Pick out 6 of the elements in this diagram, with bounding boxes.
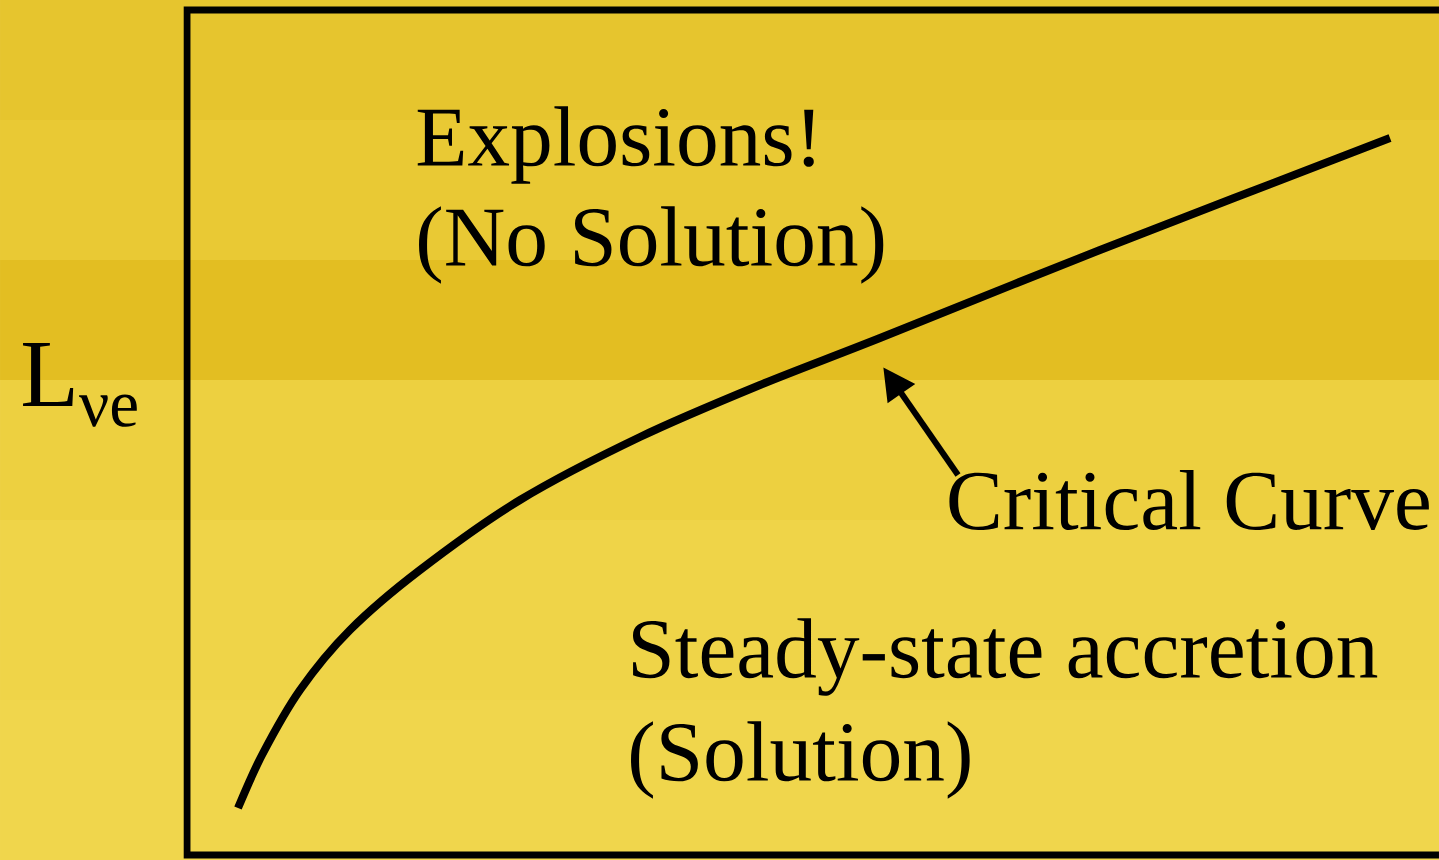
region-label: (No Solution) bbox=[419, 206, 884, 284]
region-label: Explosions! bbox=[417, 106, 814, 184]
region-label: (Solution) bbox=[631, 721, 970, 799]
region-label: Steady-state accretion bbox=[633, 618, 1378, 696]
axis-label: L$_{νe}$ bbox=[23, 343, 137, 427]
callout-text: Critical Curve bbox=[949, 469, 1429, 530]
